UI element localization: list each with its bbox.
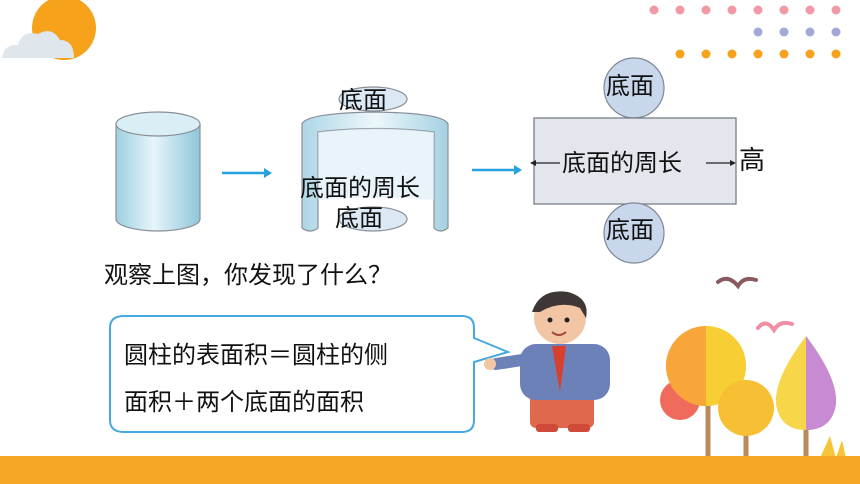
bird-icon xyxy=(756,320,794,334)
bubble-text-line1: 圆柱的表面积＝圆柱的侧 xyxy=(124,341,388,369)
bird-icon xyxy=(716,276,758,290)
cylinder-icon xyxy=(115,111,201,232)
arrow-icon xyxy=(222,168,272,178)
top-base-circle xyxy=(338,86,408,112)
cloud-icon xyxy=(2,31,74,58)
trees-decoration xyxy=(660,326,846,462)
net-circumference-label: 底面的周长 xyxy=(562,149,682,177)
question-text: 观察上图，你发现了什么？ xyxy=(104,261,392,289)
net-bottom-base-label: 底面 xyxy=(606,216,654,244)
net-bottom-circle xyxy=(603,202,665,264)
cylinder-net xyxy=(530,57,737,264)
arrow-icon xyxy=(472,165,522,175)
boy-illustration xyxy=(484,291,610,432)
net-height-label: 高 xyxy=(739,146,766,176)
net-top-base-label: 底面 xyxy=(606,72,654,100)
unrolled-cylinder-icon xyxy=(301,86,449,232)
base-circumference-label: 底面的周长 xyxy=(300,174,420,202)
top-base-label: 底面 xyxy=(339,86,387,114)
sun-cloud-decoration xyxy=(2,0,96,60)
footer-bar xyxy=(0,456,860,484)
bubble-text-line2: 面积＋两个底面的面积 xyxy=(124,388,364,416)
dot-pattern-decoration xyxy=(649,5,841,59)
bottom-base-circle xyxy=(338,206,408,232)
speech-bubble xyxy=(109,315,512,433)
bottom-base-label: 底面 xyxy=(335,204,383,232)
